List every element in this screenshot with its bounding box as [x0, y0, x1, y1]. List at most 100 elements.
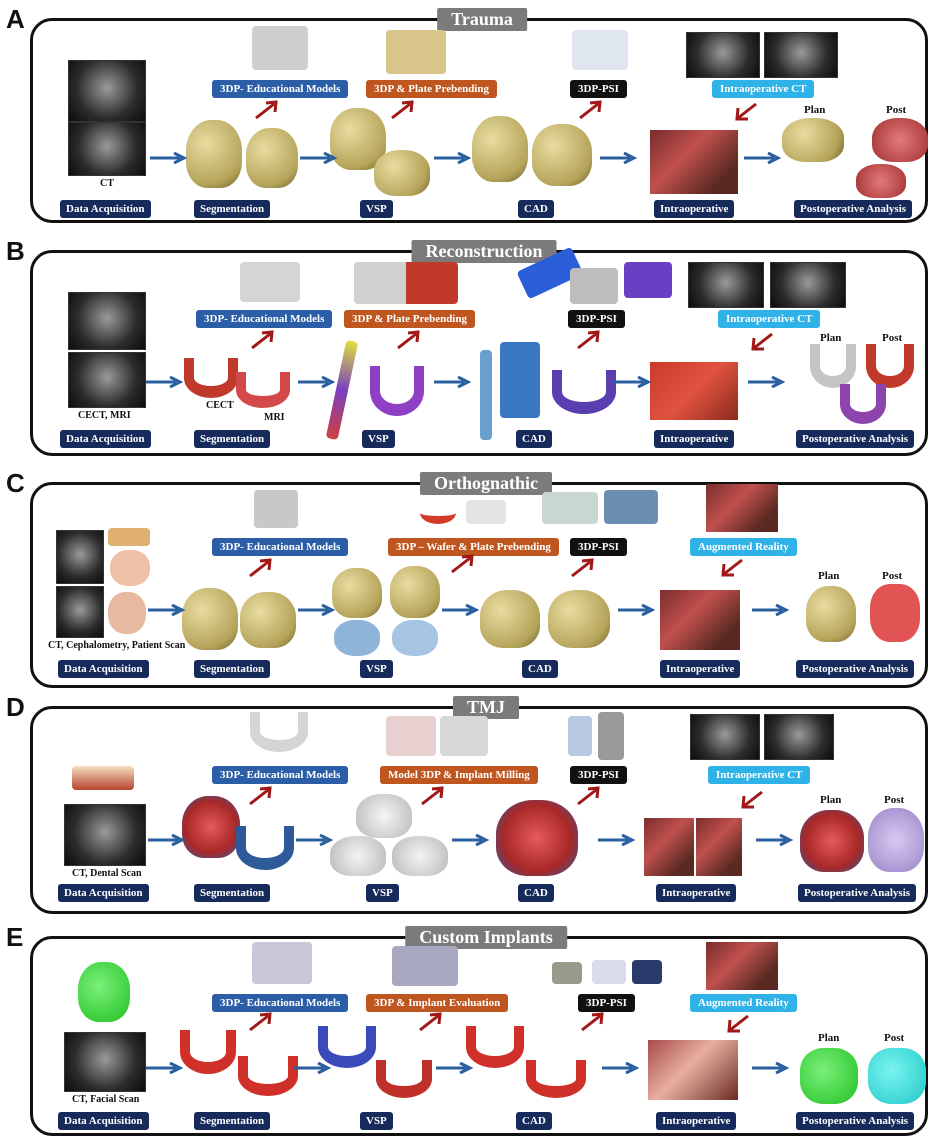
down-arrow-icon	[727, 1014, 749, 1033]
flow-arrow-icon	[618, 604, 656, 616]
face-model	[392, 620, 438, 656]
psi-image	[572, 30, 628, 70]
skull-model	[496, 800, 578, 876]
seg-caption-mri: MRI	[264, 412, 285, 423]
post-face-model	[868, 1048, 926, 1104]
flow-arrow-icon	[614, 376, 652, 388]
skull-model	[182, 588, 238, 650]
flow-arrow-icon	[150, 152, 188, 164]
flow-arrow-icon	[146, 1062, 184, 1074]
post-skull	[856, 164, 906, 198]
intraoperative-ct-image	[688, 262, 764, 308]
augmented-reality-label: Augmented Reality	[690, 994, 797, 1012]
vsp-mandible	[318, 1026, 376, 1068]
psi-image	[552, 962, 582, 984]
plate-prebending-label: 3DP & Plate Prebending	[344, 310, 475, 328]
intraoperative-ct-image	[770, 262, 846, 308]
step-vsp: VSP	[360, 660, 393, 678]
post-mandible	[866, 344, 914, 388]
psi-label: 3DP-PSI	[570, 80, 627, 98]
skull-model	[472, 116, 528, 182]
down-arrow-icon	[751, 332, 773, 351]
flow-arrow-icon	[296, 834, 334, 846]
step-segmentation: Segmentation	[194, 1112, 271, 1130]
step-intraoperative: Intraoperative	[654, 430, 735, 448]
up-arrow-icon	[249, 786, 272, 806]
post-label: Post	[886, 104, 907, 116]
educational-models-label: 3DP- Educational Models	[196, 310, 333, 328]
plan-label: Plan	[818, 1032, 840, 1044]
plan-label: Plan	[818, 570, 840, 582]
ct-scan-image	[68, 60, 146, 122]
psi-image	[542, 492, 598, 524]
down-arrow-icon	[735, 102, 757, 121]
augmented-reality-image	[706, 942, 778, 990]
flow-arrow-icon	[744, 152, 782, 164]
step-data-acquisition: Data Acquisition	[60, 430, 151, 448]
post-label: Post	[884, 1032, 905, 1044]
panel-letter: B	[6, 236, 25, 266]
up-arrow-icon	[249, 558, 272, 578]
flow-arrow-icon	[300, 152, 338, 164]
panel-title: Custom Implants	[405, 926, 567, 949]
psi-label: 3DP-PSI	[570, 766, 627, 784]
flow-arrow-icon	[298, 376, 336, 388]
flow-arrow-icon	[752, 1062, 790, 1074]
flow-arrow-icon	[442, 604, 480, 616]
panel-title: Trauma	[437, 8, 527, 31]
step-intraoperative: Intraoperative	[656, 884, 737, 902]
step-postoperative-analysis: Postoperative Analysis	[794, 200, 913, 218]
facial-scan-image	[78, 962, 130, 1022]
flow-arrow-icon	[600, 152, 638, 164]
ct-scan-image	[68, 122, 146, 176]
modality-caption: CT	[100, 178, 114, 189]
step-cad: CAD	[518, 200, 554, 218]
plan-face-model	[800, 1048, 858, 1104]
up-arrow-icon	[391, 100, 414, 120]
up-arrow-icon	[249, 1012, 272, 1032]
skull-model	[182, 796, 240, 858]
step-segmentation: Segmentation	[194, 884, 271, 902]
up-arrow-icon	[577, 330, 600, 350]
step-segmentation: Segmentation	[194, 430, 271, 448]
educational-models-label: 3DP- Educational Models	[212, 80, 349, 98]
flow-arrow-icon	[748, 376, 786, 388]
step-data-acquisition: Data Acquisition	[58, 1112, 149, 1130]
skull-model	[480, 590, 540, 648]
up-arrow-icon	[577, 786, 600, 806]
plan-mandible	[810, 344, 856, 388]
flow-arrow-icon	[434, 376, 472, 388]
segmented-mandible	[238, 1056, 298, 1096]
step-postoperative-analysis: Postoperative Analysis	[796, 660, 915, 678]
educational-models-label: 3DP- Educational Models	[212, 538, 349, 556]
modality-caption: CT, Cephalometry, Patient Scan	[48, 640, 186, 651]
panel-title: Orthognathic	[419, 472, 553, 495]
educational-model-image	[254, 490, 298, 528]
modality-caption: CT, Dental Scan	[72, 868, 142, 879]
educational-models-label: 3DP- Educational Models	[212, 994, 349, 1012]
step-postoperative-analysis: Postoperative Analysis	[796, 430, 915, 448]
psi-image	[598, 712, 624, 760]
intraoperative-ct-image	[764, 32, 838, 78]
psi-label: 3DP-PSI	[568, 310, 625, 328]
post-label: Post	[882, 332, 903, 344]
intraoperative-photo	[648, 1040, 738, 1100]
step-vsp: VSP	[366, 884, 399, 902]
step-cad: CAD	[516, 430, 552, 448]
step-vsp: VSP	[360, 1112, 393, 1130]
face-scan-image	[110, 550, 150, 586]
skull-model	[240, 592, 296, 648]
flow-arrow-icon	[146, 376, 184, 388]
implant-milling-image	[386, 716, 436, 756]
plan-skull	[800, 810, 864, 872]
face-model	[334, 620, 380, 656]
skull-model	[186, 120, 242, 188]
cad-model	[500, 342, 540, 418]
intraoperative-ct-label: Intraoperative CT	[712, 80, 815, 98]
panel-letter: E	[6, 922, 24, 952]
wafer-image	[466, 500, 506, 524]
post-skull	[872, 118, 928, 162]
psi-image	[624, 262, 672, 298]
segmented-mandible	[236, 826, 294, 870]
psi-label: 3DP-PSI	[570, 538, 627, 556]
